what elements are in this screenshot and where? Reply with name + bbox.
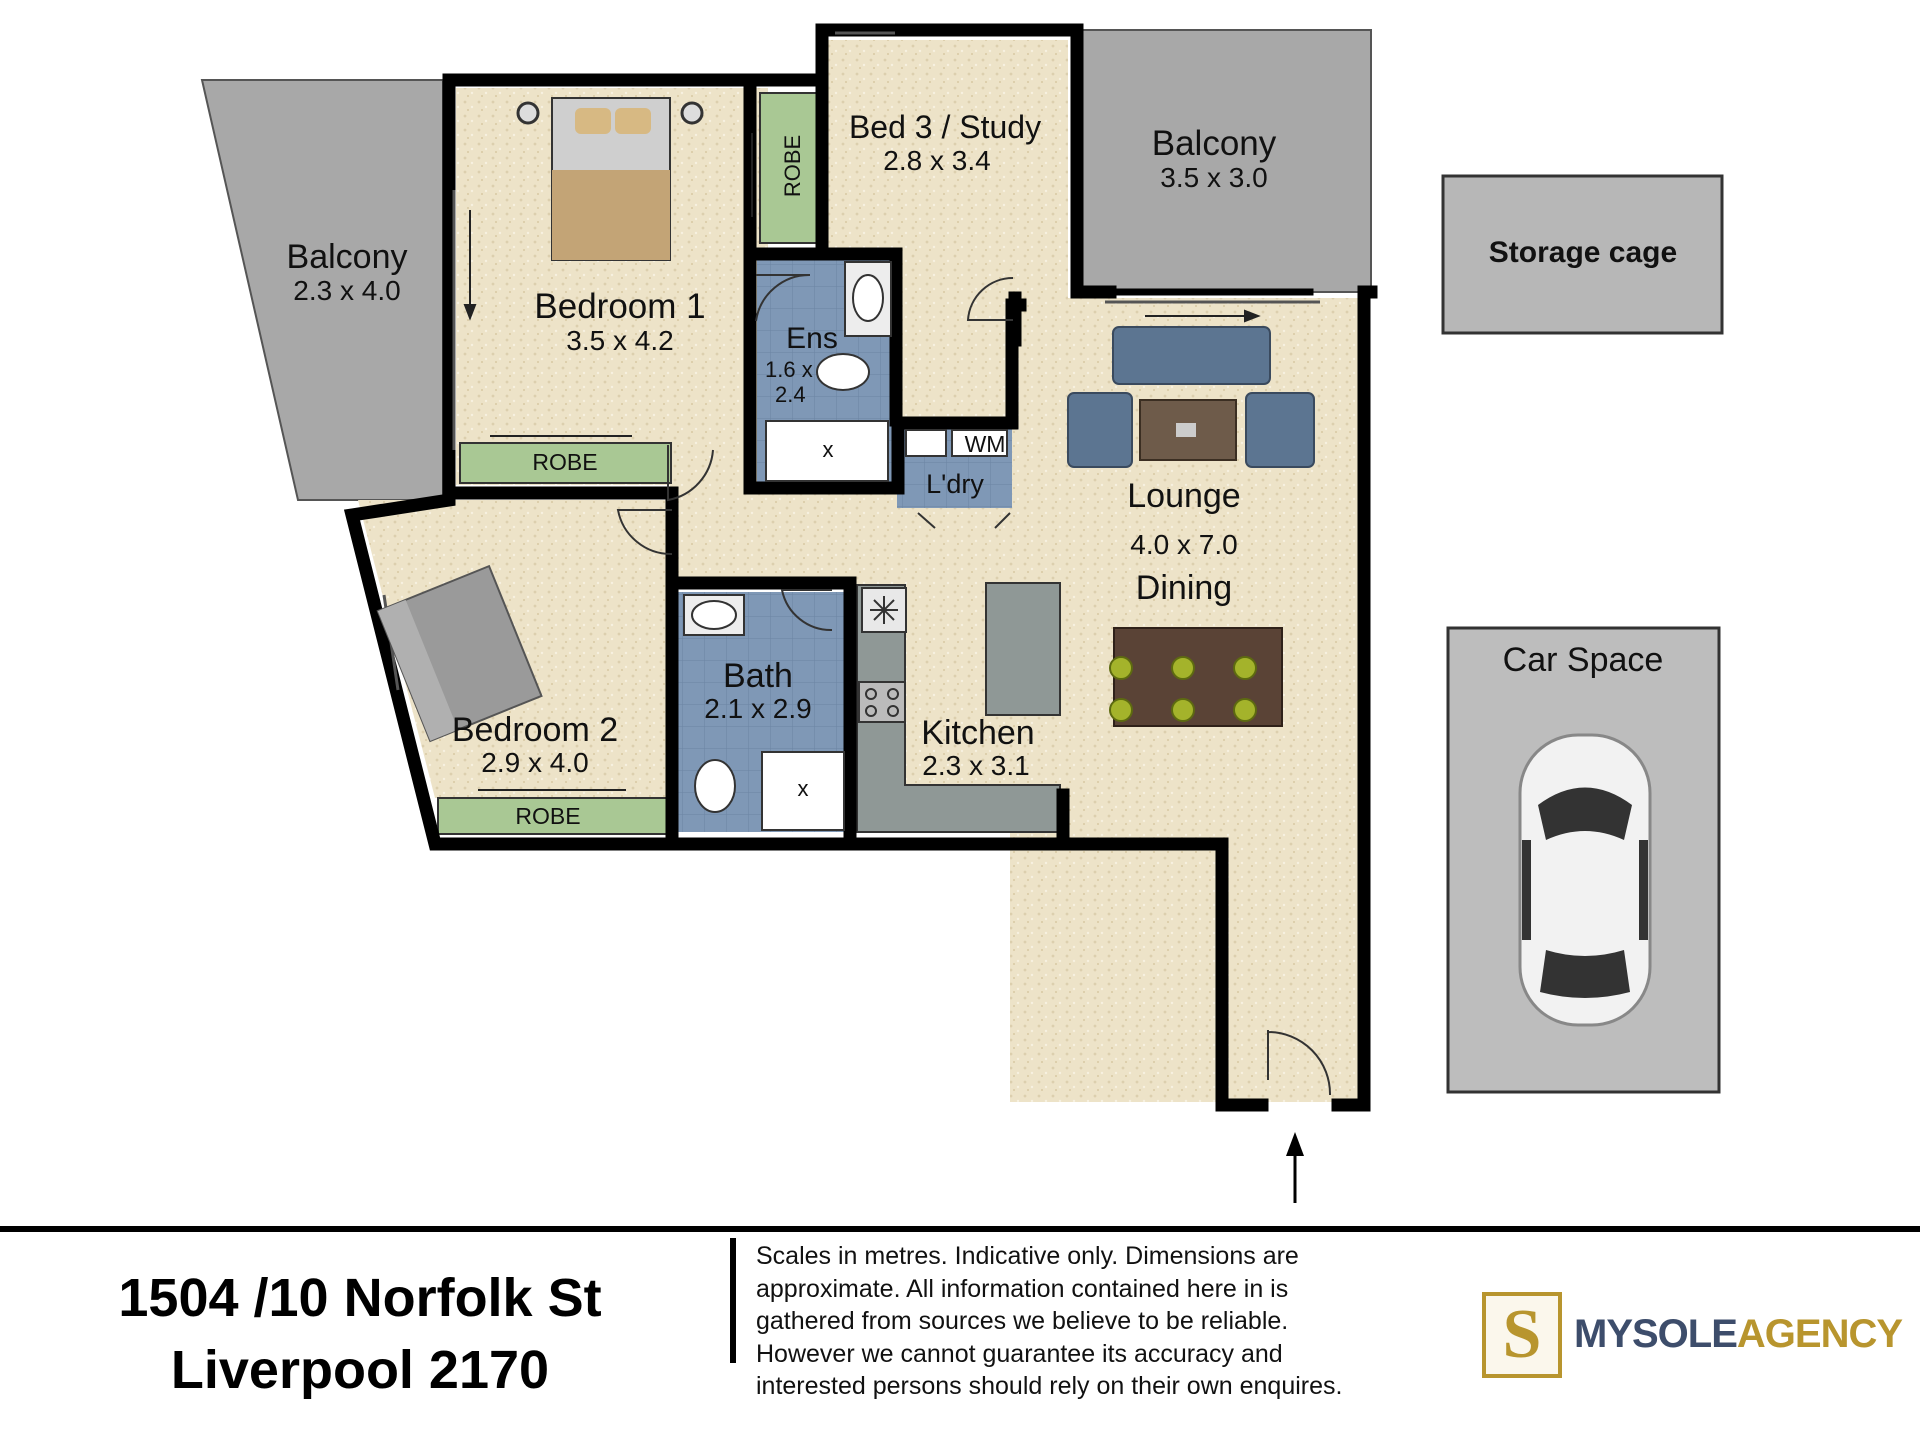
ensuite-fixtures: [765, 261, 892, 482]
balcony-left-label: Balcony: [287, 238, 408, 276]
lounge-size: 4.0 x 7.0: [1130, 529, 1237, 560]
footer-vertical-divider: [730, 1238, 736, 1363]
storage-cage-label: Storage cage: [1489, 236, 1677, 269]
coffee-table-icon: [1139, 399, 1237, 461]
disclaimer: Scales in metres. Indicative only. Dimen…: [756, 1240, 1396, 1403]
car-icon: [1518, 733, 1652, 1027]
kitchen-island: [985, 582, 1061, 716]
dining-label: Dining: [1136, 569, 1232, 607]
sliding-arrows: [463, 133, 1261, 791]
robe-bedroom2: [437, 797, 669, 835]
balcony-right: [1077, 29, 1372, 293]
bath-shower-mark: x: [798, 776, 809, 801]
ensuite-size-line2: 2.4: [775, 382, 806, 407]
bath-label: Bath: [723, 657, 793, 695]
bedroom2-label: Bedroom 2: [452, 711, 618, 749]
balcony-right-size: 3.5 x 3.0: [1160, 162, 1267, 193]
floor-plan: Balcony 2.3 x 4.0 Bedroom 1 3.5 x 4.2 RO…: [200, 23, 1724, 1203]
bath-size: 2.1 x 2.9: [704, 693, 811, 724]
logo-wordmark: MYSOLEAGENCY: [1574, 1312, 1903, 1356]
disclaimer-line: However we cannot guarantee its accuracy…: [756, 1339, 1283, 1368]
kitchen-label: Kitchen: [921, 714, 1034, 752]
laundry-fixtures: [905, 429, 1008, 457]
walls: [343, 23, 1378, 1112]
balcony-left-size: 2.3 x 4.0: [293, 275, 400, 306]
lounge-label: Lounge: [1127, 477, 1240, 515]
bed3-study-size: 2.8 x 3.4: [883, 145, 990, 176]
disclaimer-line: Scales in metres. Indicative only. Dimen…: [756, 1242, 1299, 1270]
car-space-label: Car Space: [1503, 641, 1664, 679]
robe-bedroom1-bottom-label: ROBE: [532, 449, 597, 475]
kitchen-size: 2.3 x 3.1: [922, 750, 1029, 781]
storage-cage: [1441, 174, 1724, 335]
disclaimer-line: approximate. All information contained h…: [756, 1274, 1289, 1303]
balcony-right-label: Balcony: [1152, 124, 1277, 163]
footer-divider: [0, 1226, 1920, 1232]
robe-bedroom1-side: [759, 92, 821, 244]
bed-icon: [516, 97, 704, 261]
disclaimer-line: gathered from sources we believe to be r…: [756, 1307, 1289, 1335]
entry-arrow: [1286, 1132, 1304, 1203]
disclaimer-line: interested persons should rely on their …: [756, 1372, 1343, 1400]
shower-mark: x: [823, 437, 834, 462]
bedroom2-size: 2.9 x 4.0: [481, 747, 588, 778]
door-swings: [616, 273, 1332, 1096]
laundry-appliance-label: WM: [965, 431, 1006, 457]
bed-icon: [376, 564, 543, 743]
sofa-icon: [1067, 326, 1315, 468]
bedroom1-label: Bedroom 1: [534, 287, 705, 326]
bath-fixtures: [683, 594, 845, 831]
dining-table-icon: [1109, 627, 1283, 727]
kitchen-sink-icon: [861, 587, 907, 633]
ensuite-label: Ens: [786, 322, 838, 355]
robe-bedroom1-bottom: [459, 442, 672, 484]
address-line1: 1504 /10 Norfolk St: [118, 1268, 602, 1328]
bed3-study-label: Bed 3 / Study: [849, 109, 1041, 145]
laundry-label: L'dry: [926, 469, 984, 499]
ensuite-size-line1: 1.6 x: [765, 357, 813, 382]
agency-logo: S MYSOLEAGENCY: [1482, 1292, 1903, 1382]
property-address: 1504 /10 Norfolk St Liverpool 2170: [60, 1262, 660, 1406]
robe-bedroom2-label: ROBE: [515, 803, 580, 829]
bedroom1-size: 3.5 x 4.2: [566, 325, 673, 356]
logo-s-icon: S: [1482, 1292, 1562, 1378]
robe-bedroom1-side-label: ROBE: [780, 135, 805, 197]
address-line2: Liverpool 2170: [170, 1340, 550, 1400]
cooktop-icon: [858, 681, 906, 723]
